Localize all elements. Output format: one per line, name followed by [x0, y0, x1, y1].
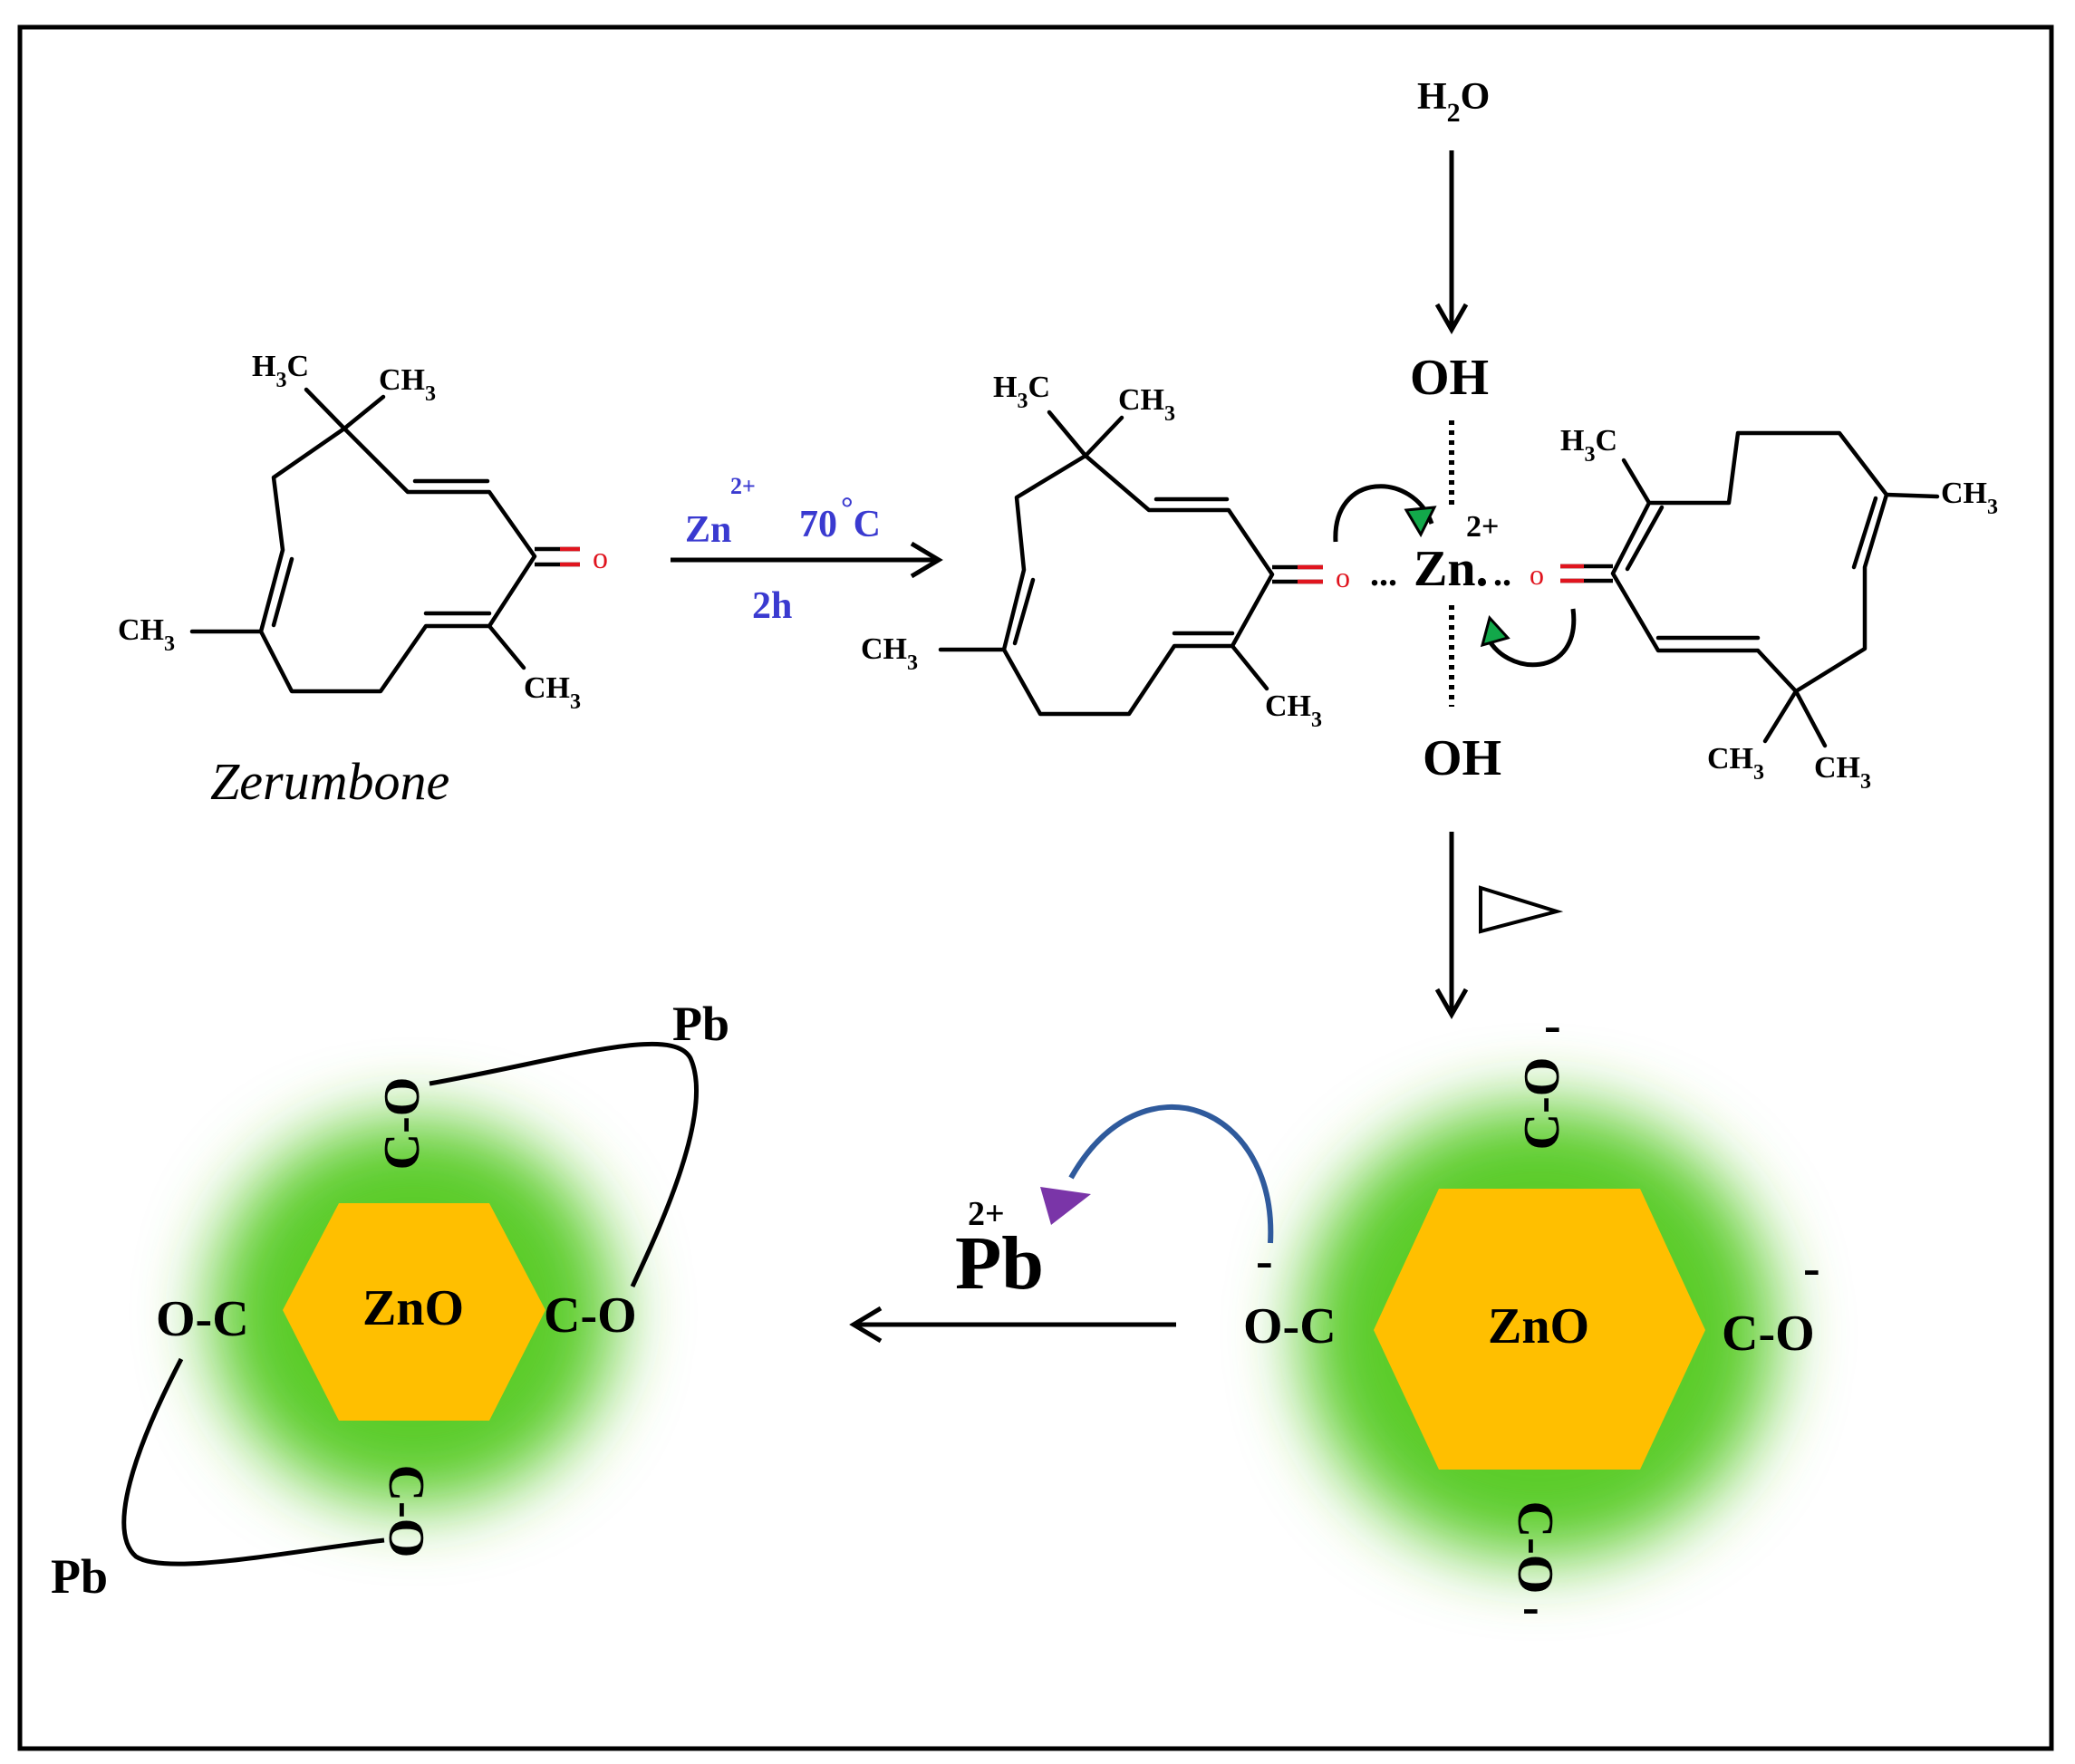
reaction-arrowhead [910, 541, 943, 579]
green-arrowhead-icon [1480, 614, 1510, 648]
nanoparticle-right-left-group: O-C [1243, 1298, 1337, 1354]
adsorption-arrowhead [849, 1306, 883, 1344]
lead-label-top: Pb [672, 997, 729, 1051]
hydrolysis-arrowhead [1434, 303, 1469, 335]
figure-frame [17, 24, 2054, 1751]
nanoparticle-left-right-group: C-O [544, 1287, 637, 1344]
hexagon-icon [1374, 1189, 1705, 1470]
pb-bridge-bottom [121, 1357, 385, 1566]
purple-arrowhead-icon [1040, 1187, 1091, 1225]
lead-ion: Pb [955, 1221, 1044, 1306]
nanoparticle-left-top-group: C-O [374, 1077, 430, 1171]
complex-oxygen-right: o [1530, 558, 1544, 591]
nanoparticle-right: ZnO C-O - C-O - O-C - C-O - [1243, 998, 1820, 1635]
nanoparticle-left: ZnO C-O C-O O-C C-O Pb Pb [51, 997, 729, 1604]
heating-arrowhead [1434, 988, 1469, 1020]
hydroxyl-bottom: OH [1423, 730, 1501, 786]
zinc-center: Zn. [1414, 541, 1489, 597]
zerumbone-methyl-top-left: H3C [252, 350, 309, 392]
nanoparticle-left-core: ZnO [362, 1280, 464, 1336]
nanoparticle-right-right-group: C-O [1722, 1306, 1815, 1362]
complex-right-methyl-right: CH3 [1941, 477, 1998, 519]
zerumbone-methyl-top-right: CH3 [379, 363, 436, 406]
zerumbone-oxygen: o [593, 542, 608, 575]
complex-right-methyl-bottom-left: CH3 [1707, 742, 1764, 785]
zerumbone-caption: Zerumbone [210, 752, 449, 811]
zinc-right-dots: .. [1493, 553, 1511, 593]
complex-left-ligand [938, 410, 1323, 717]
heat-triangle-icon [1479, 885, 1564, 934]
nanoparticle-right-left-charge: - [1256, 1233, 1273, 1289]
reagent-metal: Zn [685, 509, 731, 551]
reaction-time: 2h [752, 585, 792, 627]
hydroxyl-top: OH [1410, 350, 1489, 406]
nanoparticle-right-top-charge: - [1544, 998, 1561, 1054]
nanoparticle-right-core: ZnO [1488, 1298, 1589, 1354]
lead-label-bottom: Pb [51, 1549, 108, 1604]
complex-right-ligand [1560, 430, 1940, 748]
complex-left-methyl-bottom: CH3 [1265, 689, 1322, 732]
pb-bridge-top [429, 1041, 699, 1288]
reaction-temperature: 70°C [799, 492, 881, 545]
reagent-charge: 2+ [730, 473, 756, 499]
nanoparticle-right-right-charge: - [1803, 1240, 1820, 1296]
complex-right-methyl-bottom-right: CH3 [1814, 751, 1871, 794]
complex-left-methyl-top-right: CH3 [1118, 383, 1175, 426]
curved-arrow [1333, 484, 1434, 543]
zinc-left-dots: ... [1370, 553, 1397, 593]
zerumbone-methyl-bottom: CH3 [524, 671, 581, 714]
nanoparticle-left-bottom-group: C-O [378, 1465, 434, 1558]
complex-right-methyl-top: H3C [1560, 424, 1617, 467]
complex-left-methyl-left: CH3 [861, 632, 918, 675]
water-label: H2O [1417, 76, 1490, 128]
complex-left-methyl-top-left: H3C [993, 371, 1050, 413]
nanoparticle-right-top-group: C-O [1514, 1057, 1570, 1151]
nanoparticle-right-bottom-group: C-O [1507, 1501, 1563, 1595]
nanoparticle-left-left-group: O-C [156, 1291, 249, 1347]
hexagon-icon [283, 1203, 545, 1421]
green-arrowhead-icon [1404, 506, 1437, 538]
nanoparticle-right-bottom-charge: - [1522, 1579, 1539, 1635]
zerumbone-methyl-left: CH3 [118, 613, 175, 656]
zinc-charge: 2+ [1466, 510, 1499, 544]
curved-arrow [1483, 608, 1577, 668]
zerumbone-structure [189, 387, 580, 694]
lead-ion-charge: 2+ [968, 1195, 1005, 1233]
curved-arrow [1068, 1104, 1274, 1244]
complex-oxygen-left: o [1336, 561, 1350, 593]
